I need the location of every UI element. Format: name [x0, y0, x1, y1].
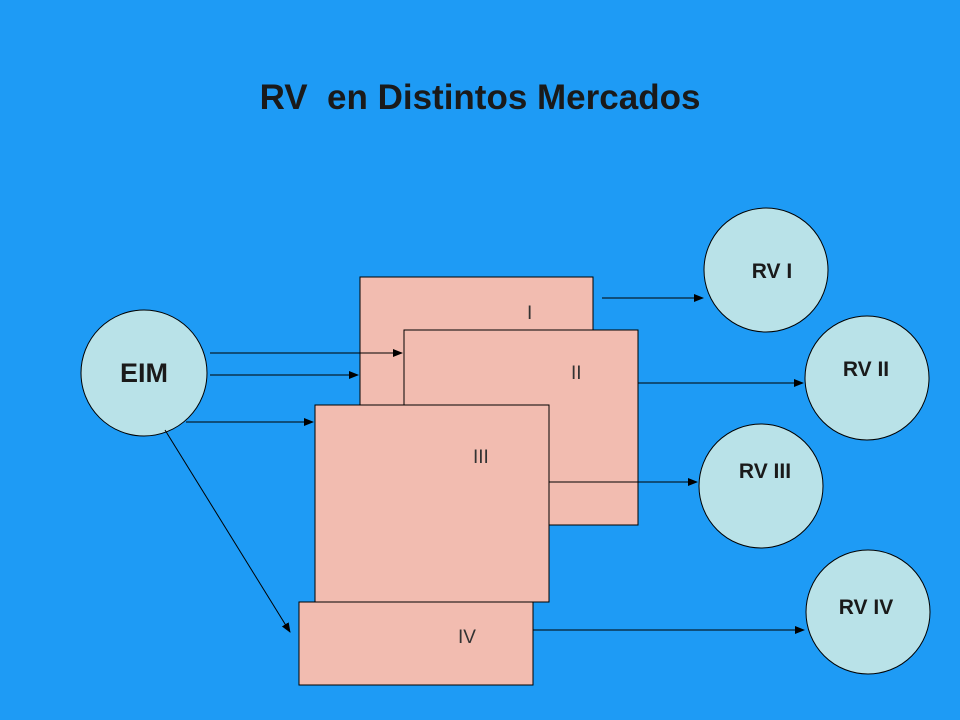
- rv-iv-node: RV IV: [805, 549, 931, 675]
- market-label-ii: II: [571, 363, 582, 384]
- market-label-iii: III: [473, 447, 489, 468]
- rv-ii-label: RV II: [843, 358, 889, 381]
- rv-i-node: RV I: [703, 207, 829, 333]
- market-label-iv: IV: [458, 627, 476, 648]
- page-title: RV en Distintos Mercados: [259, 78, 701, 117]
- eim-node: EIM: [80, 309, 208, 437]
- rv-iv-label: RV IV: [839, 596, 893, 619]
- rv-i-label: RV I: [752, 260, 792, 283]
- rv-ii-node: RV II: [804, 315, 930, 441]
- market-label-i: I: [527, 303, 532, 324]
- rv-iii-node: RV III: [698, 423, 824, 549]
- market-box-iv: IV: [298, 601, 534, 686]
- arrow-eim-to-iv: [164, 429, 291, 633]
- rv-iii-label: RV III: [739, 460, 791, 483]
- eim-label: EIM: [120, 358, 168, 388]
- market-box-iii: III: [314, 404, 550, 603]
